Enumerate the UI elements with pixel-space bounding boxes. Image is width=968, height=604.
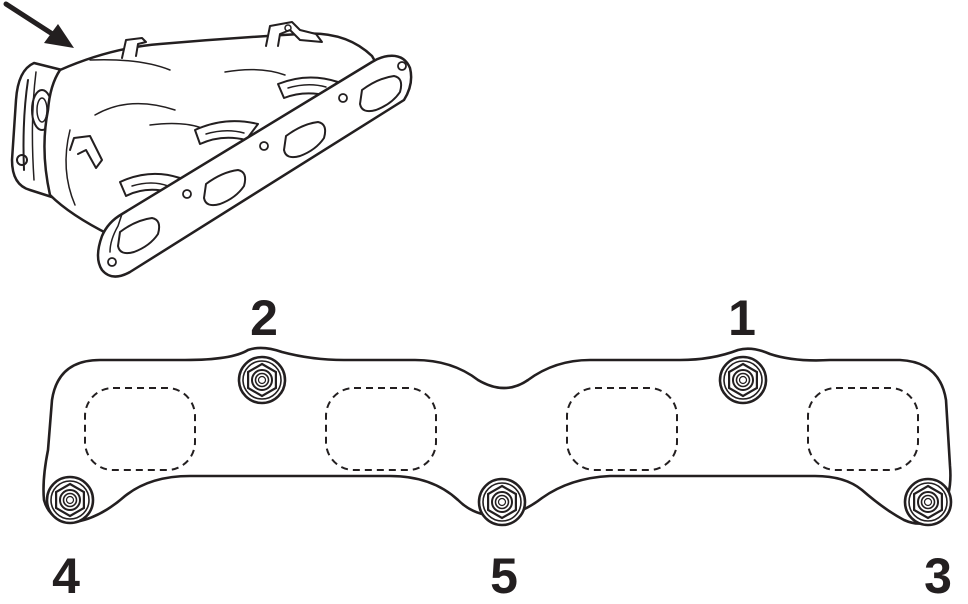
exhaust-manifold-icon	[10, 21, 413, 278]
exhaust-port-3	[566, 387, 678, 471]
sequence-label-5: 5	[490, 548, 518, 604]
sequence-label-2: 2	[250, 290, 278, 346]
exhaust-port-2	[325, 387, 437, 471]
hex-nut-icon	[45, 475, 95, 525]
hex-nut-icon	[903, 477, 953, 527]
sequence-label-1: 1	[728, 290, 756, 346]
hex-nut-icon	[237, 355, 287, 405]
sequence-label-4: 4	[52, 548, 80, 604]
exhaust-port-4	[807, 387, 919, 471]
exhaust-port-1	[84, 387, 196, 471]
exhaust-port-outlines	[84, 387, 919, 471]
sequence-label-3: 3	[924, 548, 952, 604]
arrow-down-right-icon	[3, 1, 74, 48]
hex-nut-icon	[718, 355, 768, 405]
hex-nut-icon	[477, 477, 527, 527]
